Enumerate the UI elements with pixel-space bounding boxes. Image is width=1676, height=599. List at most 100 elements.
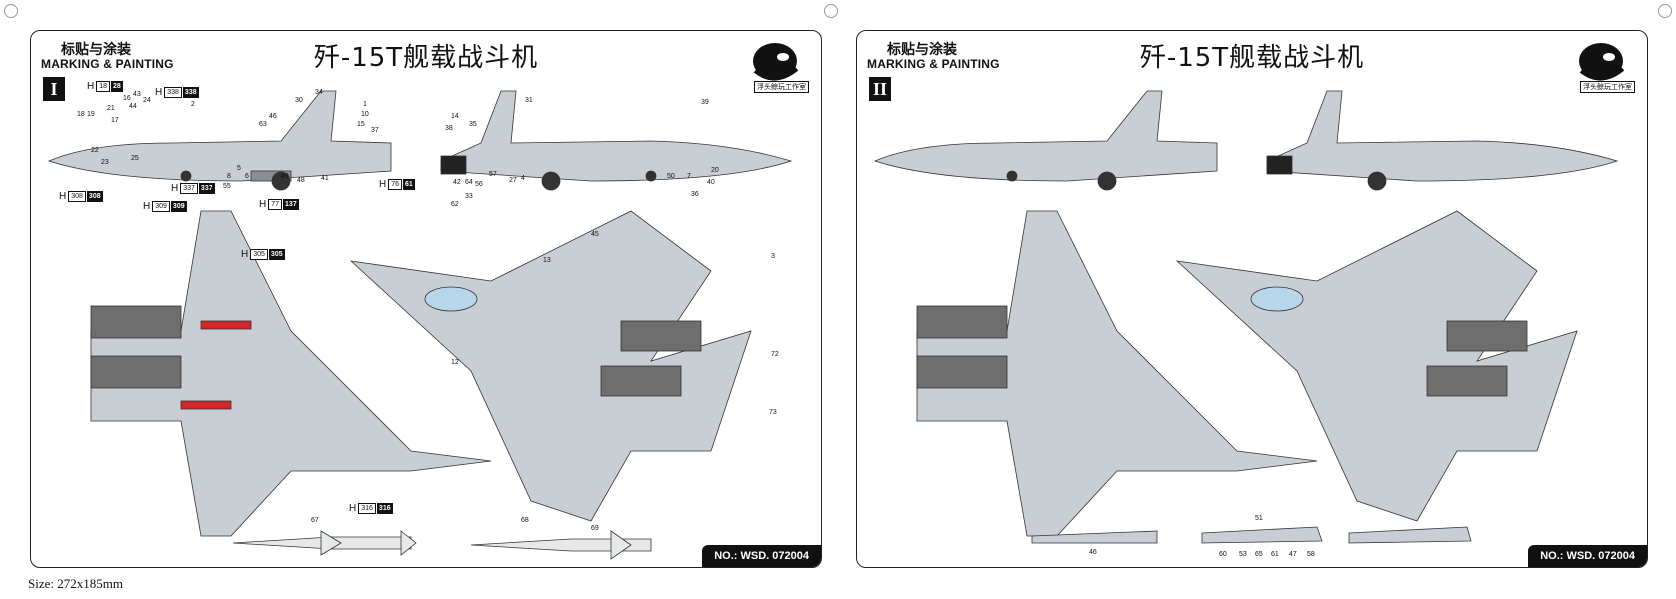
part-number: 8 xyxy=(227,173,231,180)
part-number: 40 xyxy=(707,179,715,186)
part-number: 30 xyxy=(295,97,303,104)
crop-mark-icon xyxy=(824,4,838,18)
part-number: 1 xyxy=(363,101,367,108)
part-number: 5 xyxy=(237,165,241,172)
pod-b xyxy=(1348,526,1472,544)
heading-cn: 标贴与涂装 xyxy=(61,42,131,58)
part-number: 21 xyxy=(107,105,115,112)
model-number-badge: NO.: WSD. 072004 xyxy=(702,545,821,567)
missile-67 xyxy=(232,530,417,556)
part-number: 73 xyxy=(769,409,777,416)
part-number: 38 xyxy=(445,125,453,132)
part-number: 65 xyxy=(1255,551,1263,558)
studio-logo-icon xyxy=(1579,43,1625,81)
part-number: 25 xyxy=(131,155,139,162)
part-number: 12 xyxy=(451,359,459,366)
heading-en: MARKING & PAINTING xyxy=(867,57,1000,71)
part-number: 13 xyxy=(543,257,551,264)
part-number: 23 xyxy=(101,159,109,166)
part-number: 24 xyxy=(143,97,151,104)
part-number: 14 xyxy=(451,113,459,120)
side-view-right xyxy=(1266,90,1619,191)
part-number: 7 xyxy=(687,173,691,180)
part-number: 72 xyxy=(771,351,779,358)
part-number: 4 xyxy=(521,175,525,182)
part-number: 2 xyxy=(191,101,195,108)
part-number: 22 xyxy=(91,147,99,154)
side-view-right xyxy=(440,90,793,191)
part-number: 47 xyxy=(1289,551,1297,558)
part-number: 6 xyxy=(245,173,249,180)
part-number: 57 xyxy=(489,171,497,178)
side-view-left xyxy=(47,90,392,191)
part-number: 27 xyxy=(509,177,517,184)
part-number: 37 xyxy=(371,127,379,134)
studio-logo-icon xyxy=(753,43,799,81)
part-number: 36 xyxy=(691,191,699,198)
part-number: 48 xyxy=(297,177,305,184)
part-number: 58 xyxy=(1307,551,1315,558)
part-number: 56 xyxy=(475,181,483,188)
size-note: Size: 272x185mm xyxy=(28,576,123,591)
part-number: 64 xyxy=(465,179,473,186)
model-number-badge: NO.: WSD. 072004 xyxy=(1528,545,1647,567)
page-title: 歼-15T舰载战斗机 xyxy=(313,43,539,73)
logo-caption: 浮头鲸玩工作室 xyxy=(1580,81,1635,93)
part-number: 45 xyxy=(591,231,599,238)
part-number: 11 xyxy=(207,183,215,190)
logo-caption: 浮头鲸玩工作室 xyxy=(754,81,809,93)
part-number: 42 xyxy=(453,179,461,186)
part-number: 60 xyxy=(1219,551,1227,558)
scheme-number: I xyxy=(43,77,65,101)
part-number: 16 xyxy=(123,95,131,102)
part-number: 55 xyxy=(223,183,231,190)
crop-mark-icon xyxy=(1658,4,1672,18)
part-number: 67 xyxy=(311,517,319,524)
scheme-number: II xyxy=(869,77,891,101)
part-number: 20 xyxy=(711,167,719,174)
part-number: 50 xyxy=(667,173,675,180)
part-number: 10 xyxy=(361,111,369,118)
missile-69 xyxy=(470,530,652,560)
top-view xyxy=(916,210,1318,537)
heading-cn: 标贴与涂装 xyxy=(887,42,957,58)
part-number: 33 xyxy=(465,193,473,200)
part-number: 62 xyxy=(451,201,459,208)
sheet-1: 标贴与涂装 MARKING & PAINTING I 歼-15T舰载战斗机 浮头… xyxy=(30,30,822,568)
top-view xyxy=(90,210,492,537)
part-number: 17 xyxy=(111,117,119,124)
part-number: 53 xyxy=(1239,551,1247,558)
part-number: 31 xyxy=(525,97,533,104)
part-number: 3 xyxy=(771,253,775,260)
part-number: 46 xyxy=(269,113,277,120)
bottom-view xyxy=(349,210,752,522)
part-number: 49 xyxy=(281,173,289,180)
crop-mark-icon xyxy=(4,4,18,18)
fuel-tank xyxy=(1031,530,1158,544)
part-number: 15 xyxy=(357,121,365,128)
part-number: 19 xyxy=(87,111,95,118)
part-number: 51 xyxy=(1255,515,1263,522)
bottom-view xyxy=(1175,210,1578,522)
part-number: 34 xyxy=(315,89,323,96)
pod-a xyxy=(1201,526,1323,544)
aircraft-drawings xyxy=(47,90,793,560)
part-number: 39 xyxy=(701,99,709,106)
part-number: 43 xyxy=(133,91,141,98)
page-title: 歼-15T舰载战斗机 xyxy=(1139,43,1365,73)
part-number: 63 xyxy=(259,121,267,128)
part-number: 35 xyxy=(469,121,477,128)
part-number: 46 xyxy=(1089,549,1097,556)
part-number: 18 xyxy=(77,111,85,118)
part-number: 41 xyxy=(321,175,329,182)
part-number: 68 xyxy=(521,517,529,524)
